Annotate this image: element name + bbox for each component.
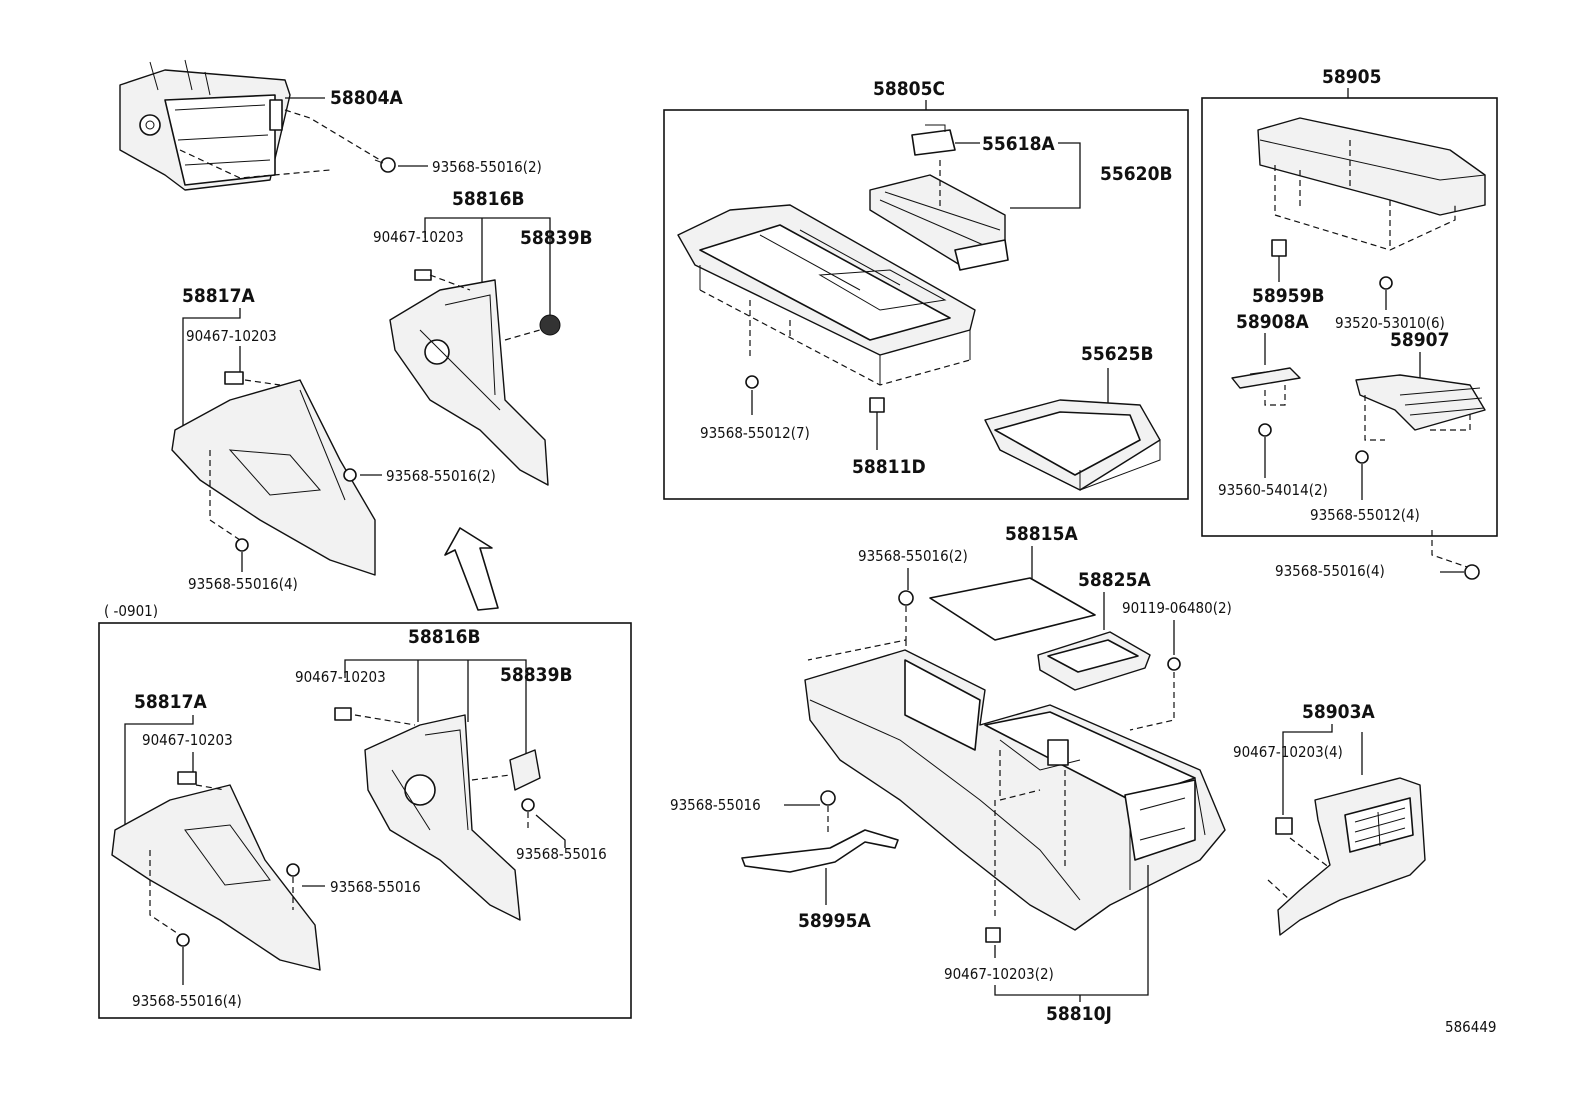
group-58805C-box bbox=[663, 109, 1189, 500]
label-90467-10203-lower: 90467-10203 bbox=[295, 668, 386, 686]
part-58815A-mat-drawing bbox=[929, 577, 1096, 641]
clip-screw-icon bbox=[1258, 423, 1272, 437]
clip-screw-icon bbox=[374, 157, 396, 173]
label-58804A: 58804A bbox=[330, 87, 403, 109]
label-58839B-upper: 58839B bbox=[520, 227, 593, 249]
label-90119-06480-2: 90119-06480(2) bbox=[1122, 599, 1232, 617]
part-58825A-tray-drawing bbox=[1037, 631, 1151, 691]
clip-screw-icon bbox=[1464, 564, 1480, 580]
label-58817A-lower: 58817A bbox=[134, 691, 207, 713]
lower-left-group-box bbox=[98, 622, 632, 1019]
clip-screw-icon bbox=[820, 790, 836, 806]
label-58816B-upper: 58816B bbox=[452, 188, 525, 210]
clip-icon bbox=[1275, 817, 1293, 835]
label-58905: 58905 bbox=[1322, 66, 1381, 88]
label-58810J: 58810J bbox=[1046, 1003, 1112, 1025]
label-58903A: 58903A bbox=[1302, 701, 1375, 723]
clip-screw-icon bbox=[1379, 276, 1393, 290]
part-55625B-drawing bbox=[984, 399, 1161, 491]
label-58959B: 58959B bbox=[1252, 285, 1325, 307]
clip-icon bbox=[985, 927, 1001, 943]
part-58816B-upper-drawing bbox=[389, 269, 561, 486]
label-55620B: 55620B bbox=[1100, 163, 1173, 185]
label-58815A: 58815A bbox=[1005, 523, 1078, 545]
part-58810J-console-drawing bbox=[804, 649, 1226, 931]
clip-screw-icon bbox=[1167, 657, 1181, 671]
label-58816B-lower: 58816B bbox=[408, 626, 481, 648]
label-90467-10203-2: 90467-10203(2) bbox=[944, 965, 1054, 983]
part-58903A-panel-drawing bbox=[1277, 777, 1426, 936]
label-93568-55016-2-center: 93568-55016(2) bbox=[858, 547, 968, 565]
group-58905-box bbox=[1201, 97, 1498, 537]
label-93568-55016-2-top: 93568-55016(2) bbox=[432, 158, 542, 176]
label-93568-55016-2-mid: 93568-55016(2) bbox=[386, 467, 496, 485]
label-93568-55016-lower-right: 93568-55016 bbox=[516, 845, 607, 863]
label-93520-53010-6: 93520-53010(6) bbox=[1335, 314, 1445, 332]
label-58839B-lower: 58839B bbox=[500, 664, 573, 686]
label-90467-10203-4: 90467-10203(4) bbox=[1233, 743, 1343, 761]
label-90467-10203-upper: 90467-10203 bbox=[373, 228, 464, 246]
label-58995A: 58995A bbox=[798, 910, 871, 932]
label-93560-54014-2: 93560-54014(2) bbox=[1218, 481, 1328, 499]
clip-screw-icon bbox=[1271, 239, 1287, 257]
label-58907: 58907 bbox=[1390, 329, 1449, 351]
clip-screw-icon bbox=[898, 590, 914, 606]
clip-screw-icon bbox=[1355, 450, 1369, 464]
label-93568-55016-bracket: 93568-55016 bbox=[670, 796, 761, 814]
part-58805C-tray-drawing bbox=[677, 204, 976, 385]
part-58804A-drawing bbox=[119, 59, 291, 191]
clip-screw-icon bbox=[745, 375, 759, 389]
part-58995A-bracket-drawing bbox=[741, 829, 899, 873]
part-58817A-upper-drawing bbox=[171, 371, 376, 576]
label-93568-55016-4-lower: 93568-55016(4) bbox=[132, 992, 242, 1010]
label-55618A: 55618A bbox=[982, 133, 1055, 155]
label-55625B: 55625B bbox=[1081, 343, 1154, 365]
label-93568-55016-lower-mid: 93568-55016 bbox=[330, 878, 421, 896]
label-93568-55012-7: 93568-55012(7) bbox=[700, 424, 810, 442]
part-58816B-lower-drawing bbox=[334, 707, 541, 921]
label-range-note: ( -0901) bbox=[104, 602, 158, 620]
diagram-id: 586449 bbox=[1445, 1018, 1497, 1036]
arrow-up-icon bbox=[444, 527, 499, 611]
label-58825A: 58825A bbox=[1078, 569, 1151, 591]
label-93568-55012-4: 93568-55012(4) bbox=[1310, 506, 1420, 524]
label-90467-10203-lower-left: 90467-10203 bbox=[142, 731, 233, 749]
label-93568-55016-4-upper: 93568-55016(4) bbox=[188, 575, 298, 593]
clip-icon bbox=[869, 397, 885, 413]
label-93568-55016-4-right: 93568-55016(4) bbox=[1275, 562, 1385, 580]
part-58905-armrest-drawing bbox=[1257, 117, 1486, 216]
label-58805C: 58805C bbox=[873, 78, 945, 100]
part-55620B-drawing bbox=[869, 174, 1009, 271]
part-58907-hinge-drawing bbox=[1355, 374, 1486, 431]
label-58908A: 58908A bbox=[1236, 311, 1309, 333]
part-58817A-lower-drawing bbox=[111, 771, 321, 971]
label-58811D: 58811D bbox=[852, 456, 926, 478]
label-58817A-upper: 58817A bbox=[182, 285, 255, 307]
part-58908A-drawing bbox=[1231, 367, 1301, 389]
label-90467-10203-upper-left: 90467-10203 bbox=[186, 327, 277, 345]
part-55618A-drawing bbox=[911, 124, 956, 156]
